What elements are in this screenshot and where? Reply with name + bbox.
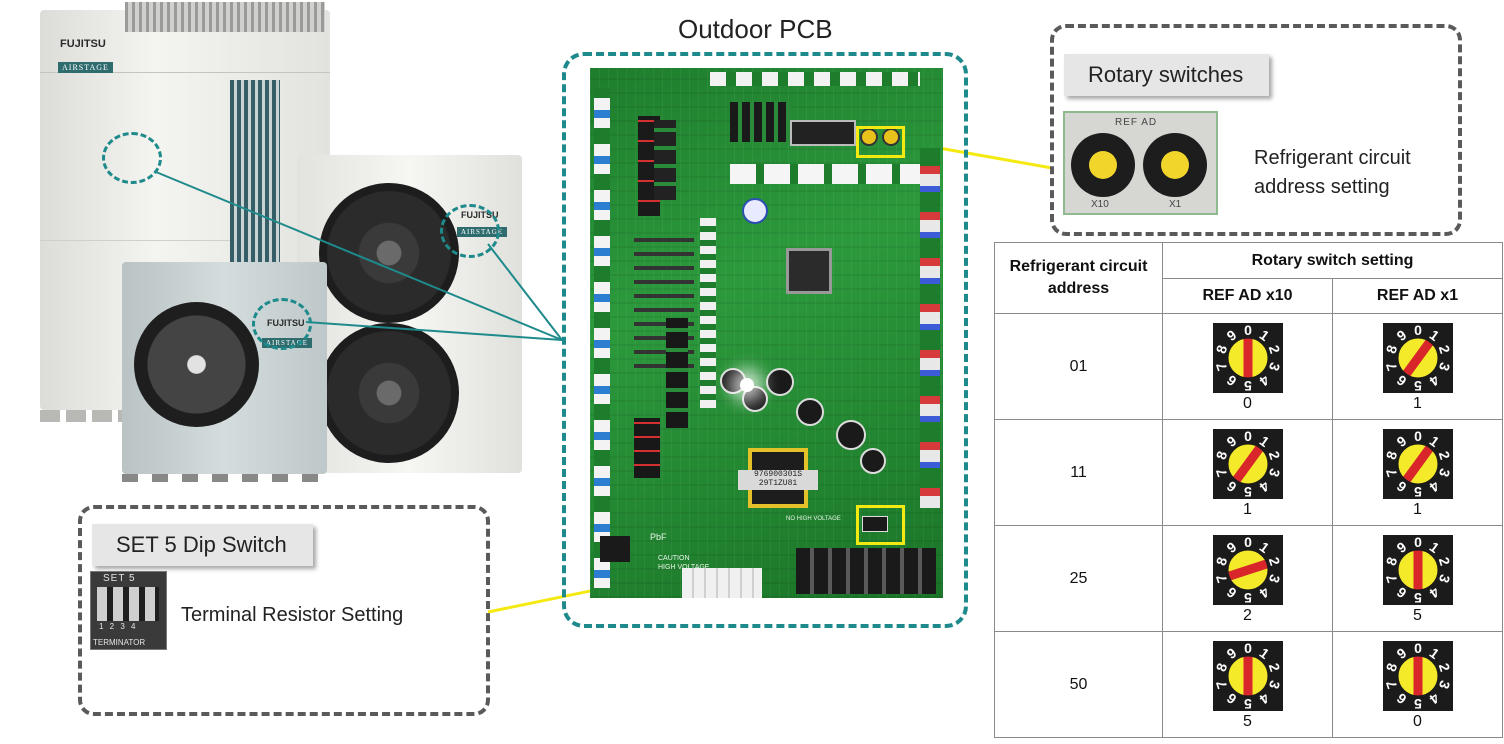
dip-photo-top-label: SET 5: [103, 573, 136, 584]
svg-text:0: 0: [1414, 429, 1422, 444]
x1-value: 1: [1413, 500, 1422, 518]
ref-ad-x1-header: REF AD x1: [1332, 278, 1503, 314]
ref-ad-x10-header: REF AD x10: [1162, 278, 1333, 314]
rotary-description-line2: address setting: [1254, 176, 1390, 198]
svg-text:0: 0: [1414, 535, 1422, 550]
svg-text:0: 0: [1244, 535, 1252, 550]
unit-series-badge: AIRSTAGE: [58, 62, 113, 73]
rotary-switches-photo: REF AD X10 X1: [1063, 111, 1218, 215]
address-cell: 01: [994, 313, 1163, 420]
svg-text:0: 0: [1414, 641, 1422, 656]
dip-switch-description: Terminal Resistor Setting: [181, 604, 404, 626]
rotary-switch-highlight: [856, 126, 905, 158]
svg-text:5: 5: [1413, 696, 1421, 711]
address-cell: 50: [994, 631, 1163, 738]
rotary-group-header: Rotary switch setting: [1162, 242, 1503, 279]
svg-text:5: 5: [1413, 378, 1421, 393]
svg-text:5: 5: [1243, 590, 1251, 605]
rotary-switches-callout: [1050, 24, 1462, 236]
pcb-high-voltage-text: HIGH VOLTAGE: [658, 564, 709, 571]
x10-value: 1: [1243, 500, 1252, 518]
x10-value: 2: [1243, 606, 1252, 624]
pcb-caution-text: CAUTION: [658, 555, 690, 562]
svg-text:0: 0: [1244, 641, 1252, 656]
transformer-label-1: 976900301S: [753, 470, 802, 479]
transformer-label-2: 29T1ZU81: [758, 479, 798, 488]
svg-text:5: 5: [1243, 378, 1251, 393]
pcb-location-marker: [252, 298, 312, 350]
dip-switch-highlight: [856, 505, 905, 545]
unit-brand-logo: FUJITSU: [60, 38, 106, 50]
pcb-no-high-voltage-text: NO HIGH VOLTAGE: [786, 516, 841, 522]
svg-text:5: 5: [1243, 484, 1251, 499]
dip-switch-photo: SET 5 1 2 3 4 TERMINATOR: [90, 571, 167, 650]
dip-switch-callout: [78, 505, 490, 716]
x10-value: 0: [1243, 394, 1252, 412]
pcb-dashed-frame: [562, 52, 968, 628]
x10-value: 5: [1243, 712, 1252, 730]
small-outdoor-unit: FUJITSU AIRSTAGE: [122, 262, 327, 482]
svg-text:0: 0: [1244, 323, 1252, 338]
pcb-location-marker: [440, 204, 500, 258]
svg-text:5: 5: [1413, 590, 1421, 605]
svg-text:5: 5: [1243, 696, 1251, 711]
rotary-switches-tag: Rotary switches: [1064, 54, 1270, 96]
rotary-setting-table: Refrigerant circuit address Rotary switc…: [994, 242, 1503, 738]
pcb-location-marker: [102, 132, 162, 184]
x1-value: 0: [1413, 712, 1422, 730]
dip-switch-tag: SET 5 Dip Switch: [92, 524, 313, 566]
rotary-photo-x1-label: X1: [1169, 199, 1182, 210]
rotary-photo-header: REF AD: [1115, 117, 1158, 128]
dip-photo-numbers: 1 2 3 4: [99, 622, 138, 631]
address-column-header: Refrigerant circuit address: [994, 242, 1163, 314]
rotary-photo-x10-label: X10: [1091, 199, 1109, 210]
x1-value: 1: [1413, 394, 1422, 412]
dip-photo-bottom-label: TERMINATOR: [93, 638, 146, 647]
svg-text:0: 0: [1414, 323, 1422, 338]
pcb-pbf-mark: PbF: [650, 532, 667, 542]
rotary-description: Refrigerant circuit address setting: [1254, 144, 1411, 202]
x1-value: 5: [1413, 606, 1422, 624]
svg-text:0: 0: [1244, 429, 1252, 444]
rotary-description-line1: Refrigerant circuit: [1254, 147, 1411, 169]
pcb-title: Outdoor PCB: [678, 14, 833, 44]
svg-text:5: 5: [1413, 484, 1421, 499]
address-cell: 25: [994, 525, 1163, 632]
address-cell: 11: [994, 419, 1163, 526]
